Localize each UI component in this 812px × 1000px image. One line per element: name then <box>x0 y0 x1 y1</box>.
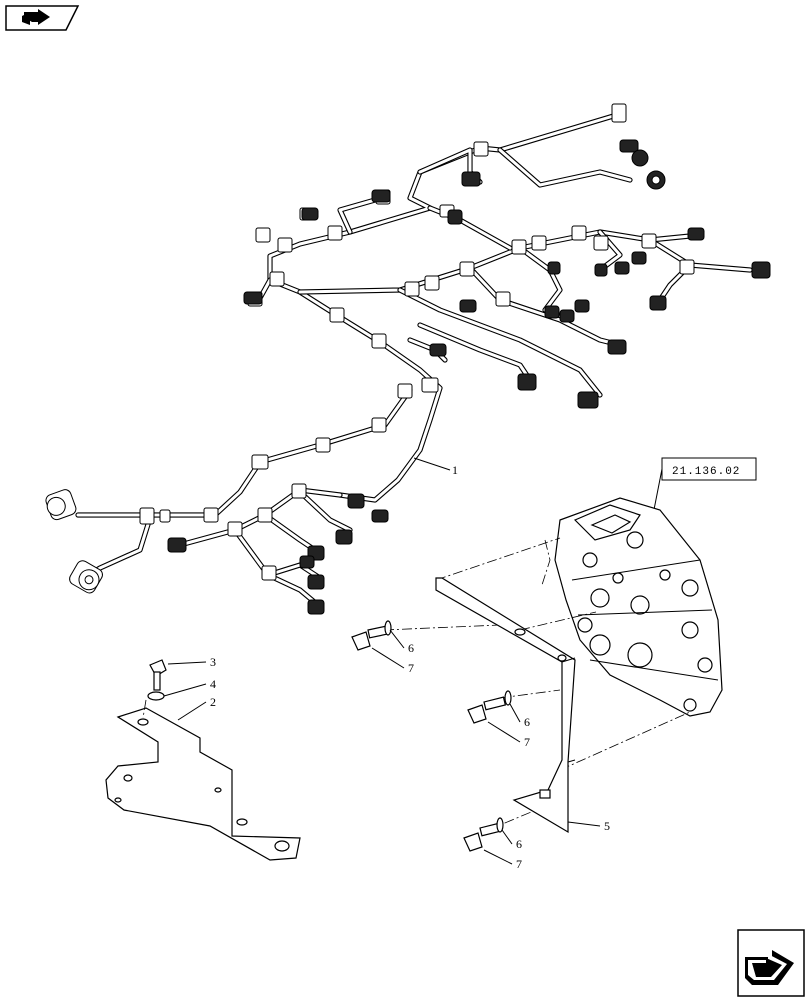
next-page-arrow-icon[interactable] <box>737 929 805 997</box>
callout-2: 2 <box>210 695 216 709</box>
control-valve-block <box>541 497 723 717</box>
reference-label: 21.136.02 <box>672 466 740 478</box>
reference-box[interactable]: 21.136.02 <box>649 457 757 531</box>
callout-7a: 7 <box>408 661 414 675</box>
washer-item-4 <box>147 691 165 701</box>
callout-7c: 7 <box>516 857 522 871</box>
bolt-set-a <box>351 620 392 651</box>
bracket-item-5 <box>435 577 576 834</box>
callout-7b: 7 <box>524 735 530 749</box>
callout-6a: 6 <box>408 641 414 655</box>
callout-4: 4 <box>210 677 216 691</box>
bolt-set-b <box>467 690 512 724</box>
callout-6b: 6 <box>524 715 530 729</box>
callout-1: 1 <box>452 463 458 477</box>
screw-item-3 <box>149 659 167 691</box>
callout-3: 3 <box>210 655 216 669</box>
bolt-set-c <box>463 817 504 852</box>
callout-6c: 6 <box>516 837 522 851</box>
bracket-item-2 <box>105 707 301 861</box>
wiring-harness <box>45 103 771 615</box>
callout-5: 5 <box>604 819 610 833</box>
previous-page-arrow-icon[interactable] <box>5 5 80 31</box>
